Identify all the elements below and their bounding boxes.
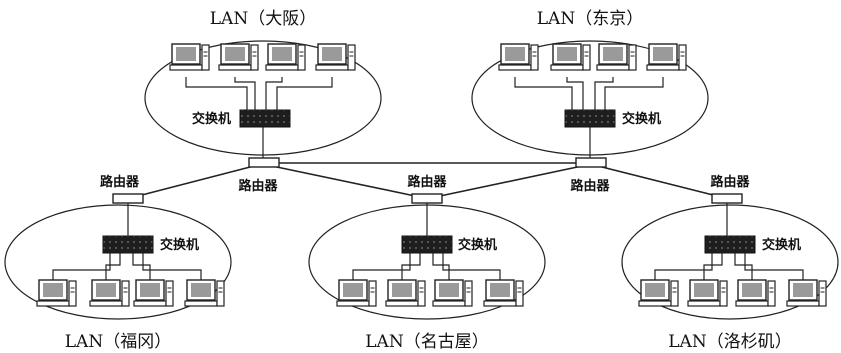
link-osaka-fukuoka: [137, 165, 255, 197]
lan-fukuoka: LAN（福冈） 路由器 交换机: [4, 174, 232, 352]
lan-losangeles: LAN（洛杉矶） 路由器 交换机: [621, 174, 839, 352]
lan-osaka: LAN（大阪） 交换机 路由器: [144, 9, 382, 194]
computer-icon: [169, 43, 210, 71]
computer-icon: [786, 279, 827, 307]
computer-icon: [218, 43, 259, 71]
switch-icon: [401, 235, 453, 254]
computer-icon: [315, 43, 356, 71]
computer-icon: [89, 279, 130, 307]
computer-icon: [687, 279, 728, 307]
computer-icon: [385, 279, 426, 307]
router-icon: [112, 193, 144, 204]
lan-boundary: [4, 204, 232, 320]
lan-title: LAN（东京）: [537, 9, 643, 29]
computer-icon: [646, 43, 687, 71]
switch-label: 交换机: [622, 111, 661, 127]
lan-boundary: [621, 204, 839, 320]
switch-icon: [239, 109, 291, 128]
router-label: 路由器: [238, 178, 278, 194]
computer-icon: [550, 43, 591, 71]
computer-icon: [483, 279, 524, 307]
switch-label: 交换机: [192, 111, 231, 127]
router-icon: [411, 193, 443, 204]
router-label: 路由器: [407, 174, 447, 190]
switch-icon: [102, 235, 154, 254]
link-tokyo-nagoya: [439, 165, 583, 197]
switch-label: 交换机: [458, 237, 497, 253]
computer-icon: [498, 43, 539, 71]
computer-icon: [265, 43, 306, 71]
router-label: 路由器: [100, 174, 140, 190]
switch-icon: [564, 109, 616, 128]
computer-icon: [596, 43, 637, 71]
lan-title: LAN（大阪）: [210, 9, 316, 29]
router-label: 路由器: [710, 174, 750, 190]
switch-label: 交换机: [160, 237, 199, 253]
link-osaka-nagoya: [271, 165, 416, 197]
computer-icon: [336, 279, 377, 307]
lan-nagoya: LAN（名古屋） 路由器 交换机: [308, 174, 546, 352]
lan-title: LAN（洛杉矶）: [668, 332, 791, 352]
computer-icon: [735, 279, 776, 307]
link-tokyo-la: [597, 165, 718, 197]
router-icon: [575, 157, 607, 168]
router-icon: [248, 157, 280, 168]
router-icon: [711, 193, 743, 204]
router-label: 路由器: [570, 178, 610, 194]
lan-title: LAN（福冈）: [65, 332, 171, 352]
computer-icon: [432, 279, 473, 307]
computer-icon: [638, 279, 679, 307]
wan-links: [137, 162, 718, 197]
computer-icon: [133, 279, 174, 307]
lan-tokyo: LAN（东京） 交换机 路由器: [471, 9, 709, 194]
lan-title: LAN（名古屋）: [365, 332, 488, 352]
computer-icon: [36, 279, 77, 307]
switch-label: 交换机: [762, 237, 801, 253]
computer-icon: [184, 279, 225, 307]
switch-icon: [704, 235, 756, 254]
